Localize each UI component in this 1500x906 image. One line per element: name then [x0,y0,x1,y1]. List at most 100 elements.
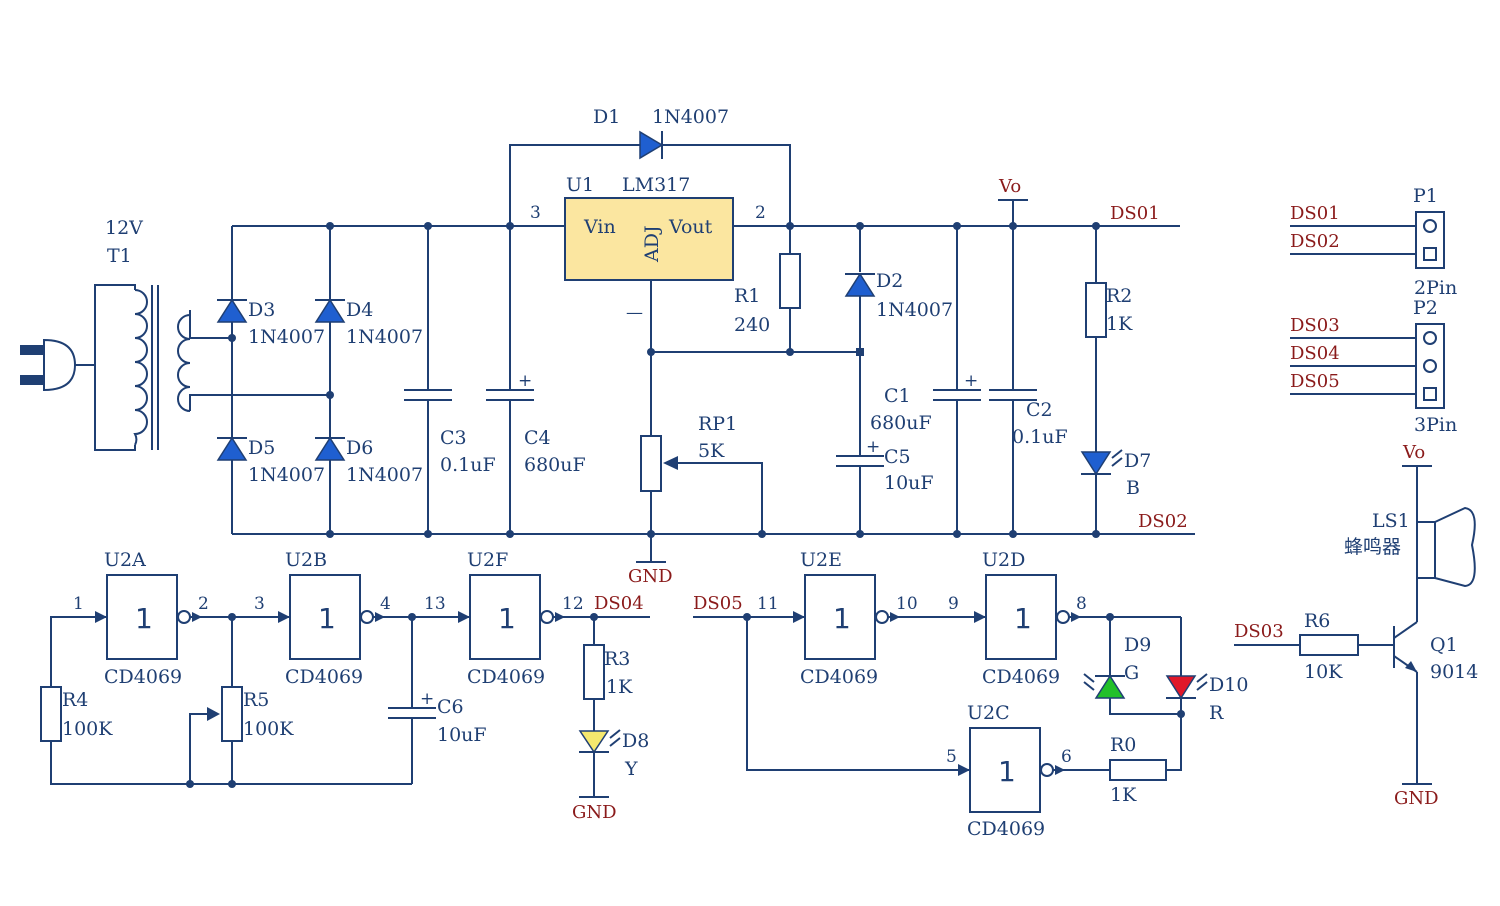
u2b-symbol: 1 [318,602,336,635]
gnd3-label: GND [1394,788,1439,809]
pin-9: 9 [948,594,959,614]
ds03-input-label: DS03 [1234,621,1284,642]
u2a-part: CD4069 [104,666,182,688]
p2-ds04: DS04 [1290,343,1340,364]
ds05-input-label: DS05 [693,593,743,614]
p1-label: P1 [1413,185,1438,207]
pin-3b: 3 [254,594,265,614]
u2e-symbol: 1 [833,602,851,635]
u1-label: U1 [566,174,594,196]
d7-label: D7 [1124,450,1151,472]
c4-value: 680uF [524,454,586,476]
d8-label: D8 [622,730,649,752]
p2-ds03: DS03 [1290,315,1340,336]
u2e-label: U2E [800,549,842,571]
svg-text:+: + [420,689,434,709]
diode-d6-icon [314,436,346,461]
u2c-label: U2C [967,702,1010,724]
c3-label: C3 [440,427,467,449]
c1-label: C1 [884,385,911,407]
u2f-part: CD4069 [467,666,545,688]
led-d7-blue-icon [1080,451,1112,476]
oscillator-section: 1 U2A CD4069 1 U2B CD4069 1 U2F CD4069 1… [40,549,650,823]
q1-part: 9014 [1430,661,1478,683]
pin-8: 8 [1076,594,1087,614]
svg-text:+: + [866,437,880,457]
d9-label: D9 [1124,634,1151,656]
gate-u2d [985,574,1057,660]
q1-label: Q1 [1430,634,1458,656]
c2-value: 0.1uF [1012,426,1068,448]
d10-label: D10 [1209,674,1248,696]
vo-label: Vo [998,176,1021,197]
d4-part: 1N4007 [346,326,423,348]
r5-label: R5 [243,689,269,711]
c1-value: 680uF [870,412,932,434]
gate-u2b [289,574,361,660]
r3-label: R3 [604,648,630,670]
potentiometer-r5 [221,686,243,742]
u1-adj-pin: ADJ [641,225,663,263]
rp1-label: RP1 [698,413,737,435]
r3-value: 1K [606,676,633,698]
ls1-name: 蜂鸣器 [1344,536,1401,558]
connector-p2 [1415,323,1445,409]
d6-label: D6 [346,437,373,459]
gnd2-label: GND [572,802,617,823]
ds04-output-label: DS04 [594,593,644,614]
resistor-r0 [1109,759,1167,781]
resistor-r6 [1299,634,1359,656]
p1-ds02: DS02 [1290,231,1340,252]
u1-vout-pin: Vout [668,216,713,238]
u2c-symbol: 1 [998,755,1016,788]
pin-2b: 2 [198,594,209,614]
ac-plug-icon [20,338,95,392]
transformer-voltage: 12V [105,217,143,239]
diode-d3-icon [216,298,248,323]
u2f-symbol: 1 [498,602,516,635]
u2b-label: U2B [285,549,327,571]
pin-3: 3 [530,203,541,223]
pin-12: 12 [562,594,584,614]
buzzer-section: Vo LS1 蜂鸣器 GND Q1 9014 DS03 R6 10K [1234,442,1478,809]
p2-type: 3Pin [1414,414,1457,436]
pin-11: 11 [757,594,779,614]
c3-value: 0.1uF [440,454,496,476]
lm317-regulator [564,197,734,281]
d7-color: B [1126,477,1140,499]
pin-adj-mark: — [626,303,643,323]
u1-vin-pin: Vin [583,216,616,238]
d2-label: D2 [876,270,903,292]
gate-u2e [804,574,876,660]
r5-value: 100K [243,718,294,740]
u2d-label: U2D [982,549,1025,571]
led-d9-green-icon [1094,674,1126,699]
diode-d2-icon [844,272,876,297]
resistor-r4 [40,686,62,742]
p2-ds05: DS05 [1290,371,1340,392]
r4-label: R4 [62,689,88,711]
r1-label: R1 [734,285,760,307]
gate-u2c [969,727,1041,813]
p1-ds01: DS01 [1290,203,1340,224]
c5-value: 10uF [884,472,934,494]
pin-1: 1 [73,594,84,614]
pin-5: 5 [946,747,957,767]
r0-value: 1K [1110,784,1137,806]
svg-text:+: + [964,371,978,391]
c6-value: 10uF [437,724,487,746]
r0-label: R0 [1110,734,1136,756]
led-d8-yellow-icon [578,730,610,754]
vo2-label: Vo [1402,442,1425,463]
pin-10: 10 [896,594,918,614]
u2a-symbol: 1 [135,602,153,635]
gnd-label-1: GND [628,566,673,587]
c5-label: C5 [884,446,911,468]
p2-label: P2 [1413,297,1438,319]
pin-6: 6 [1061,747,1072,767]
rp1-value: 5K [698,440,725,462]
r2-label: R2 [1106,285,1132,307]
transformer-label: T1 [107,245,132,267]
c6-label: C6 [437,696,464,718]
r6-label: R6 [1304,610,1330,632]
